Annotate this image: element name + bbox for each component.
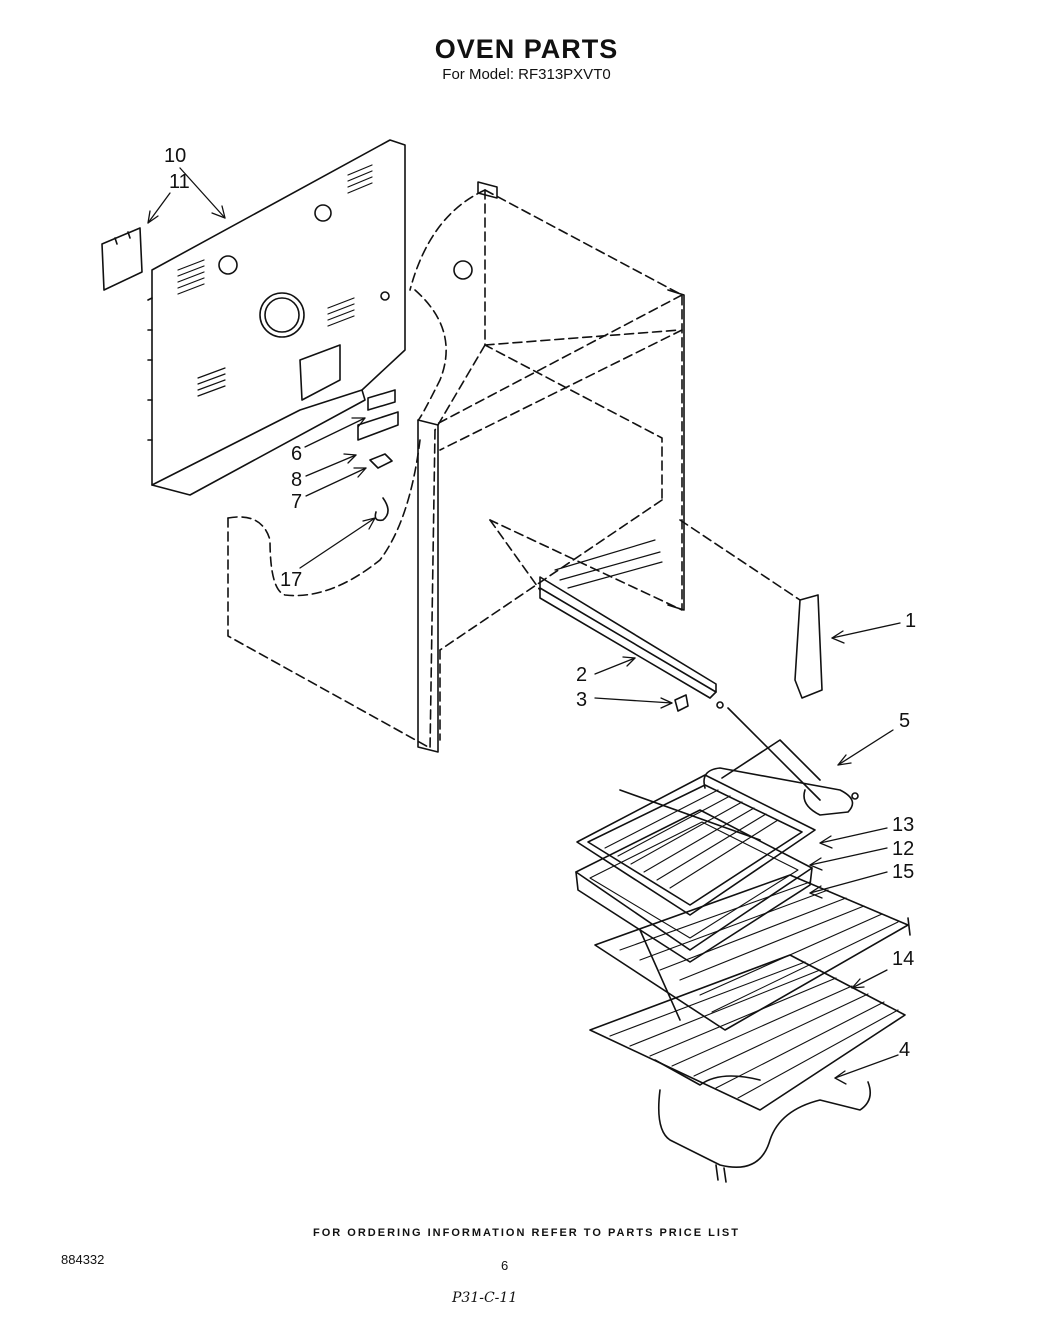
callout-4: 4 bbox=[899, 1039, 910, 1061]
part-1-side-panel bbox=[794, 594, 823, 699]
callout-7: 7 bbox=[291, 491, 302, 513]
ordering-note: FOR ORDERING INFORMATION REFER TO PARTS … bbox=[313, 1227, 740, 1239]
callout-10: 10 bbox=[164, 145, 186, 167]
page-number: 6 bbox=[501, 1258, 509, 1273]
callout-11: 11 bbox=[169, 171, 190, 193]
callout-14: 14 bbox=[892, 948, 914, 970]
callout-12: 12 bbox=[892, 838, 914, 860]
part-3-screw-washer bbox=[716, 701, 724, 709]
part-11-cover-plate bbox=[101, 227, 143, 291]
part-10-rear-panel bbox=[147, 139, 406, 496]
vent-slots bbox=[177, 164, 373, 397]
cavity-front-post bbox=[417, 419, 439, 753]
callout-3: 3 bbox=[576, 689, 587, 711]
part-3-screw bbox=[674, 694, 689, 712]
part-13-broiler-grid bbox=[576, 774, 816, 916]
part-7-clip bbox=[369, 453, 393, 469]
part-15-oven-rack bbox=[594, 874, 911, 1031]
part-6-bracket bbox=[367, 389, 396, 411]
callout-2: 2 bbox=[576, 664, 587, 686]
leader-lines bbox=[147, 167, 901, 1085]
part-14-oven-rack bbox=[589, 954, 906, 1111]
callout-6: 6 bbox=[291, 443, 302, 465]
document-number: 884332 bbox=[61, 1252, 105, 1267]
callout-8: 8 bbox=[291, 469, 302, 491]
callout-labels: 10 11 6 8 7 17 2 3 1 5 13 12 15 14 4 bbox=[164, 145, 916, 1061]
part-8-bracket bbox=[357, 411, 399, 441]
callout-5: 5 bbox=[899, 710, 910, 732]
callout-1: 1 bbox=[905, 610, 916, 632]
handwritten-note: P31-C-11 bbox=[452, 1290, 518, 1306]
cavity-vent-hole bbox=[453, 260, 473, 280]
part-5-bake-element bbox=[703, 707, 859, 816]
oven-cavity-frame bbox=[227, 189, 801, 751]
part-2-bottom-rail bbox=[539, 539, 717, 699]
callout-15: 15 bbox=[892, 861, 914, 883]
cavity-right-post bbox=[667, 289, 685, 611]
model-subtitle: For Model: RF313PXVT0 bbox=[442, 66, 611, 83]
callout-13: 13 bbox=[892, 814, 914, 836]
callout-17: 17 bbox=[280, 569, 302, 591]
page-title: OVEN PARTS bbox=[434, 34, 619, 64]
part-17-hook bbox=[374, 497, 389, 522]
cavity-top-bracket bbox=[477, 181, 498, 199]
part-4-broil-element bbox=[654, 1059, 871, 1183]
